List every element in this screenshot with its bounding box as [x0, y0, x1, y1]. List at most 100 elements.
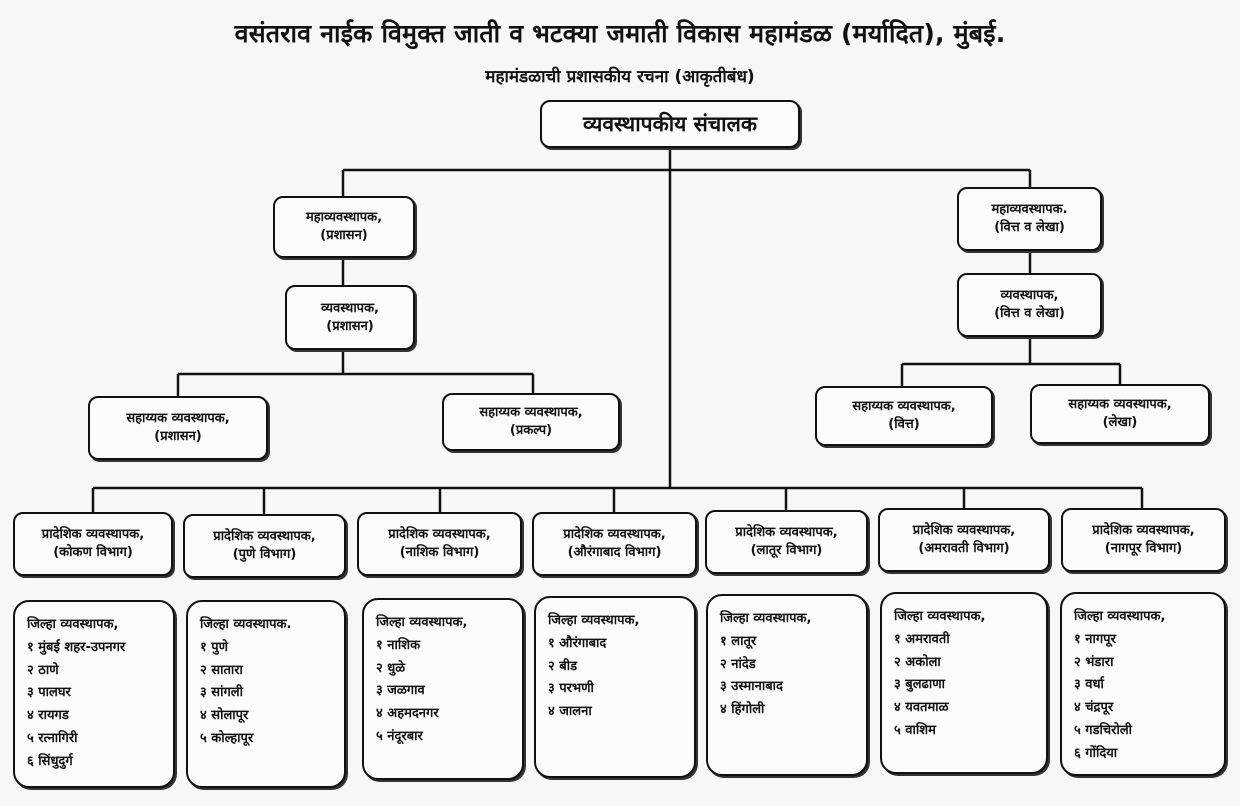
region-aurangabad-line1: प्रादेशिक व्यवस्थापक,: [563, 527, 666, 543]
region-kokan-node: प्रादेशिक व्यवस्थापक, (कोकण विभाग): [13, 512, 173, 576]
district-item: ३ परभणी: [548, 681, 594, 697]
asst-admin-node: सहाय्यक व्यवस्थापक, (प्रशासन): [88, 396, 268, 460]
district-item: ३ उस्मानाबाद: [720, 679, 783, 695]
region-nagpur-line2: (नागपूर विभाग): [1104, 541, 1183, 556]
asst-project-line2: (प्रकल्प): [509, 423, 553, 438]
region-pune-line2: (पुणे विभाग): [232, 547, 297, 562]
region-kokan-line2: (कोकण विभाग): [53, 545, 133, 560]
asst-finance-line1: सहाय्यक व्यवस्थापक,: [852, 399, 956, 415]
district-item: १ अमरावती: [894, 631, 950, 647]
district-item: ४ सोलापूर: [200, 708, 249, 723]
gm-finance-line1: महाव्यवस्थापक.: [991, 202, 1068, 218]
district-item: १ लातूर: [720, 633, 757, 649]
page-subtitle: महामंडळाची प्रशासकीय रचना (आकृतीबंध): [485, 67, 755, 87]
district-item: ४ हिंगोली: [720, 702, 765, 717]
district-item: २ ठाणे: [27, 662, 59, 678]
asst-admin-line1: सहाय्यक व्यवस्थापक,: [126, 411, 230, 427]
gm-admin-line1: महाव्यवस्थापक,: [305, 210, 383, 226]
manager-finance-line2: (वित्त व लेखा): [994, 306, 1065, 321]
district-head-pune: जिल्हा व्यवस्थापक.: [200, 617, 292, 632]
district-item: ५ नंदूरबार: [376, 728, 423, 744]
region-pune-node: प्रादेशिक व्यवस्थापक, (पुणे विभाग): [183, 514, 346, 578]
region-latur-line1: प्रादेशिक व्यवस्थापक,: [735, 525, 838, 541]
district-box-nagpur: जिल्हा व्यवस्थापक, १ नागपूर २ भंडारा ३ व…: [1060, 592, 1226, 776]
district-head-aurangabad: जिल्हा व्यवस्थापक,: [548, 613, 640, 628]
manager-finance-line1: व्यवस्थापक,: [1000, 288, 1059, 304]
district-head-kokan: जिल्हा व्यवस्थापक,: [27, 617, 119, 632]
district-item: ५ गडचिरोली: [1074, 722, 1133, 738]
manager-admin-node: व्यवस्थापक, (प्रशासन): [285, 285, 415, 350]
district-item: ३ सांगली: [200, 685, 243, 701]
district-item: २ बीड: [548, 658, 578, 674]
district-head-amravati: जिल्हा व्यवस्थापक,: [894, 609, 986, 624]
gm-admin-line2: (प्रशासन): [320, 228, 368, 243]
district-box-latur: जिल्हा व्यवस्थापक, १ लातूर २ नांदेड ३ उस…: [706, 594, 868, 776]
region-latur-line2: (लातूर विभाग): [750, 543, 823, 558]
manager-admin-line2: (प्रशासन): [326, 318, 374, 334]
district-item: २ अकोला: [894, 654, 941, 670]
district-item: ३ वर्धा: [1074, 677, 1104, 693]
district-item: ३ जळगाव: [376, 683, 425, 699]
region-nashik-line2: (नाशिक विभाग): [399, 545, 480, 560]
region-latur-node: प्रादेशिक व्यवस्थापक, (लातूर विभाग): [705, 510, 868, 574]
managing-director-label: व्यवस्थापकीय संचालक: [583, 111, 757, 136]
gm-finance-line2: (वित्त व लेखा): [994, 220, 1065, 235]
asst-project-node: सहाय्यक व्यवस्थापक, (प्रकल्प): [442, 393, 620, 451]
manager-finance-node: व्यवस्थापक, (वित्त व लेखा): [957, 273, 1102, 337]
district-head-nagpur: जिल्हा व्यवस्थापक,: [1074, 609, 1166, 624]
district-head-latur: जिल्हा व्यवस्थापक,: [720, 611, 812, 626]
asst-accounts-line1: सहाय्यक व्यवस्थापक,: [1068, 397, 1172, 413]
district-item: १ पुणे: [200, 639, 229, 655]
region-aurangabad-node: प्रादेशिक व्यवस्थापक, (औरंगाबाद विभाग): [532, 512, 697, 576]
district-item: ५ कोल्हापूर: [200, 730, 254, 746]
page-title: वसंतराव नाईक विमुक्त जाती व भटक्या जमाती…: [234, 19, 1006, 48]
district-item: १ नागपूर: [1074, 631, 1116, 647]
district-box-aurangabad: जिल्हा व्यवस्थापक, १ औरंगाबाद २ बीड ३ पर…: [534, 596, 696, 778]
district-item: ४ यवतमाळ: [894, 700, 949, 715]
district-box-kokan: जिल्हा व्यवस्थापक, १ मुंबई शहर-उपनगर २ ठ…: [13, 600, 175, 788]
asst-accounts-node: सहाय्यक व्यवस्थापक, (लेखा): [1030, 384, 1210, 444]
district-item: ३ बुलढाणा: [894, 677, 945, 693]
district-item: २ धुळे: [376, 660, 406, 676]
district-box-amravati: जिल्हा व्यवस्थापक, १ अमरावती २ अकोला ३ ब…: [880, 592, 1048, 774]
district-item: २ भंडारा: [1074, 654, 1114, 670]
district-item: ३ पालघर: [27, 685, 71, 701]
district-item: २ सातारा: [200, 662, 243, 678]
district-item: ४ रायगड: [27, 708, 69, 723]
region-nagpur-node: प्रादेशिक व्यवस्थापक, (नागपूर विभाग): [1061, 508, 1226, 572]
region-pune-line1: प्रादेशिक व्यवस्थापक,: [213, 529, 316, 545]
gm-admin-node: महाव्यवस्थापक, (प्रशासन): [273, 196, 415, 258]
district-item: ५ वाशिम: [894, 722, 936, 738]
managing-director-node: व्यवस्थापकीय संचालक: [540, 100, 800, 148]
district-item: ४ जालना: [548, 704, 592, 719]
district-item: ५ रत्नागिरी: [27, 730, 78, 746]
region-nashik-node: प्रादेशिक व्यवस्थापक, (नाशिक विभाग): [357, 512, 522, 576]
asst-finance-line2: (वित्त): [888, 417, 920, 432]
district-item: ६ गोंदिया: [1074, 745, 1118, 761]
asst-accounts-line2: (लेखा): [1102, 415, 1138, 430]
district-box-pune: जिल्हा व्यवस्थापक. १ पुणे २ सातारा ३ सां…: [186, 600, 346, 788]
region-amravati-node: प्रादेशिक व्यवस्थापक, (अमरावती विभाग): [878, 508, 1050, 572]
district-item: ४ अहमदनगर: [376, 706, 439, 721]
region-amravati-line2: (अमरावती विभाग): [918, 541, 1010, 556]
district-item: १ नाशिक: [376, 637, 421, 653]
district-item: २ नांदेड: [720, 656, 756, 672]
district-item: १ औरंगाबाद: [548, 635, 607, 651]
district-item: ६ सिंधुदुर्ग: [27, 753, 73, 769]
district-item: १ मुंबई शहर-उपनगर: [27, 639, 126, 655]
manager-admin-line1: व्यवस्थापक,: [321, 300, 379, 316]
asst-finance-node: सहाय्यक व्यवस्थापक, (वित्त): [815, 386, 993, 446]
gm-finance-node: महाव्यवस्थापक. (वित्त व लेखा): [957, 187, 1102, 251]
region-amravati-line1: प्रादेशिक व्यवस्थापक,: [912, 523, 1016, 539]
region-kokan-line1: प्रादेशिक व्यवस्थापक,: [41, 527, 145, 543]
district-head-nashik: जिल्हा व्यवस्थापक,: [376, 615, 468, 630]
asst-admin-line2: (प्रशासन): [154, 429, 202, 444]
asst-project-line1: सहाय्यक व्यवस्थापक,: [479, 405, 583, 421]
region-nashik-line1: प्रादेशिक व्यवस्थापक,: [388, 527, 491, 543]
region-nagpur-line1: प्रादेशिक व्यवस्थापक,: [1092, 523, 1195, 539]
region-aurangabad-line2: (औरंगाबाद विभाग): [567, 545, 662, 560]
district-box-nashik: जिल्हा व्यवस्थापक, १ नाशिक २ धुळे ३ जळगा…: [362, 598, 524, 780]
district-item: ४ चंद्रपूर: [1074, 700, 1114, 715]
